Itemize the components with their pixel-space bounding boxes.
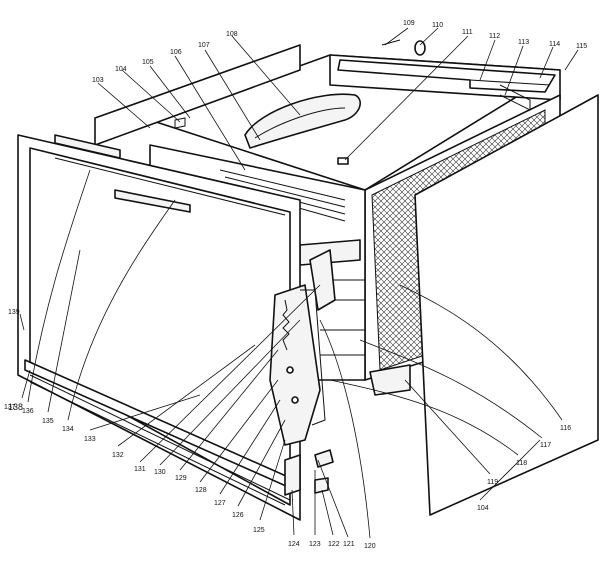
callout-115: 115 — [576, 43, 587, 50]
vent-duct — [244, 93, 361, 149]
callout-119: 119 — [487, 479, 498, 486]
door-handle — [114, 189, 191, 213]
callout-135: 135 — [42, 418, 54, 425]
heating-element — [219, 169, 346, 222]
callout-108: 108 — [226, 31, 238, 38]
callout-104-lower: 104 — [477, 505, 489, 512]
callout-109: 109 — [403, 20, 415, 27]
callout-107: 107 — [198, 42, 210, 49]
callout-120: 120 — [364, 543, 376, 550]
callout-128: 128 — [195, 487, 207, 494]
callout-136: 136 — [22, 408, 34, 415]
callout-125: 125 — [253, 527, 265, 534]
callout-139: 139 — [8, 309, 20, 316]
top-fastener-post — [381, 39, 401, 46]
hinge-screw-clip — [314, 449, 334, 468]
callout-117: 117 — [540, 442, 551, 449]
callout-122: 122 — [328, 541, 340, 548]
callout-114: 114 — [549, 41, 560, 48]
callout-116: 116 — [560, 425, 571, 432]
callout-111: 111 — [462, 29, 473, 36]
hinge-pivot-lower — [291, 396, 299, 404]
callout-106: 106 — [170, 49, 182, 56]
door-window-panel — [29, 147, 291, 506]
hinge-arm — [300, 289, 326, 426]
callout-labels: 103 104 105 106 107 108 109 110 111 112 … — [4, 20, 587, 550]
oven-door — [17, 134, 301, 521]
seal-channel — [499, 84, 531, 111]
callout-129: 129 — [175, 475, 187, 482]
callout-118: 118 — [516, 460, 527, 467]
callout-130: 130 — [154, 469, 166, 476]
hinge-assembly — [269, 249, 336, 496]
hinge-bracket — [309, 249, 336, 311]
callout-133: 133 — [84, 436, 96, 443]
callout-113: 113 — [518, 39, 529, 46]
callout-131: 131 — [134, 466, 146, 473]
latch-bracket — [174, 117, 186, 129]
cabinet-left-wall — [94, 44, 301, 146]
door-top-trim — [54, 134, 121, 159]
callout-105: 105 — [142, 59, 154, 66]
callout-134: 134 — [62, 426, 74, 433]
door-window-inner — [54, 157, 286, 216]
top-fastener — [414, 40, 426, 56]
callout-123: 123 — [309, 541, 321, 548]
top-clip — [337, 157, 349, 165]
callout-104: 104 — [115, 66, 127, 73]
callout-112: 112 — [489, 33, 500, 40]
bottom-rear-bracket — [369, 364, 411, 396]
callout-137: 137 — [4, 404, 16, 411]
callout-138: 138 — [8, 402, 23, 412]
hinge-lower-clip — [284, 454, 301, 496]
leader-lines — [19, 27, 579, 539]
vent-duct-opening — [254, 107, 346, 139]
rack-rail — [320, 279, 365, 356]
hinge-pivot-upper — [286, 366, 294, 374]
callout-110: 110 — [432, 22, 443, 29]
callout-127: 127 — [214, 500, 226, 507]
hinge-spring — [282, 299, 290, 351]
callout-103: 103 — [92, 77, 104, 84]
callout-121: 121 — [343, 541, 355, 548]
right-side-panel — [414, 94, 599, 516]
hinge-plate — [269, 284, 321, 446]
callout-132: 132 — [112, 452, 124, 459]
callout-126: 126 — [232, 512, 244, 519]
callout-124: 124 — [288, 541, 300, 548]
